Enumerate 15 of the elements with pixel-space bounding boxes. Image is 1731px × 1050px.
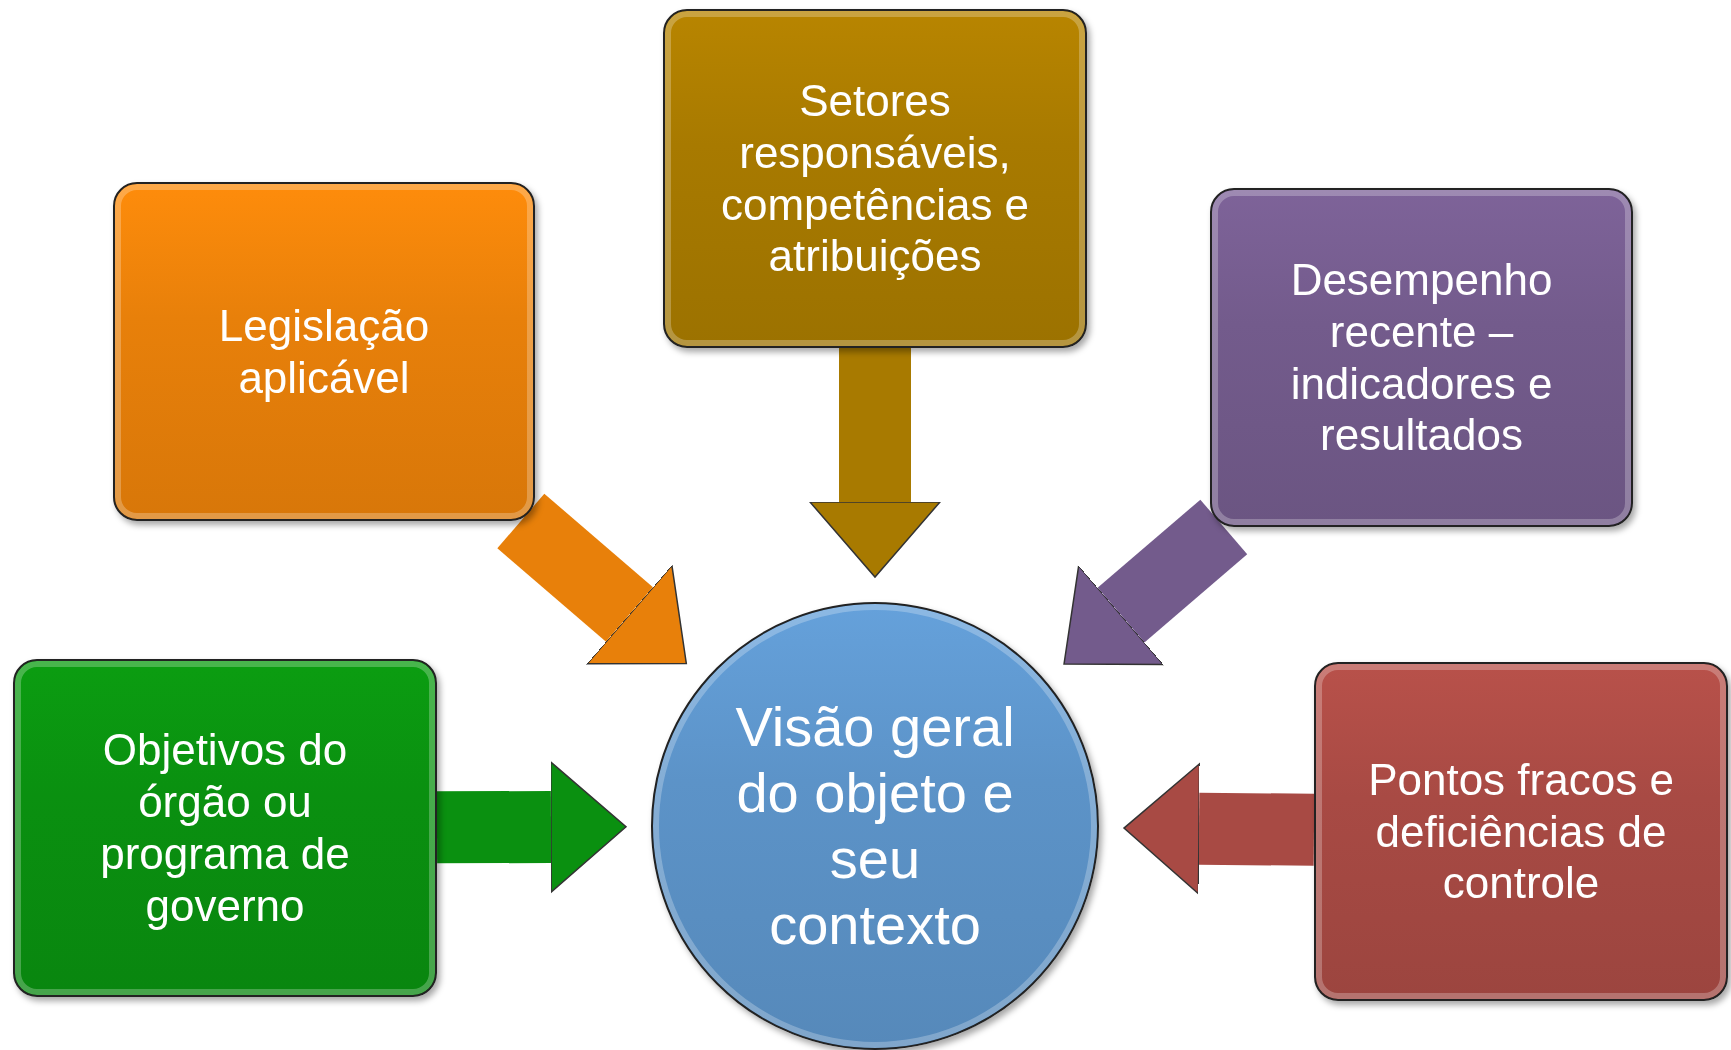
- node-text: Objetivos do órgão ou programa de governo: [99, 724, 351, 932]
- block-arrow: [436, 761, 627, 893]
- block-arrow: [497, 493, 688, 665]
- block-arrow: [809, 348, 941, 578]
- block-arrow: [1063, 499, 1248, 666]
- process-box: [113, 182, 535, 521]
- node-text: Desempenho recente – indicadores e resultados: [1289, 253, 1554, 462]
- node-text: Legislação aplicável: [217, 299, 431, 404]
- process-box: [1210, 188, 1633, 527]
- process-box: [13, 659, 437, 997]
- process-box: [663, 9, 1087, 348]
- process-box: [1314, 662, 1728, 1001]
- node-text: Visão geral do objeto e seu contexto: [734, 693, 1016, 959]
- node-text: Setores responsáveis, competências e atribuições: [719, 74, 1031, 283]
- node-text: Pontos fracos e deficiências de controle: [1367, 753, 1675, 910]
